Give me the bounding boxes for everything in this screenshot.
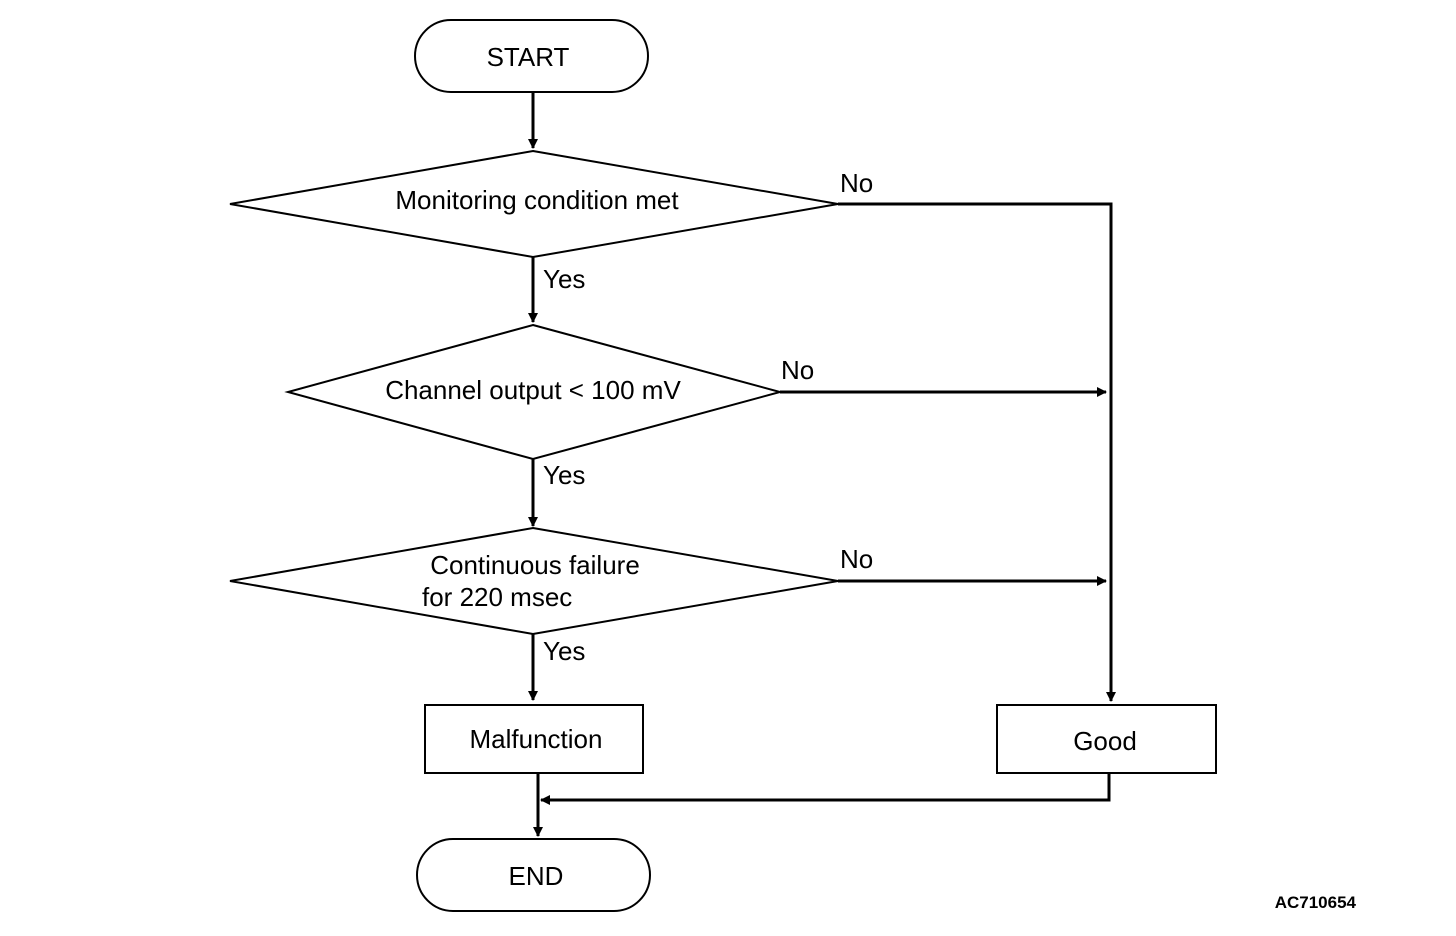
figure-id: AC710654 [1275,893,1357,912]
decision-2-no-label: No [781,355,814,385]
start-terminal: START [414,19,649,93]
decision-continuous-failure: Continuous failure for 220 msec [229,526,839,636]
malfunction-label: Malfunction [470,724,603,754]
decision-1-no-label: No [840,168,873,198]
decision-3-no-label: No [840,544,873,574]
decision-3-label-line-2: for 220 msec [422,582,572,612]
decision-channel-output: Channel output < 100 mV [284,323,784,461]
good-to-join-arrow [540,773,1111,805]
decision-3-label-line-1: Continuous failure [430,550,640,580]
end-label: END [509,861,564,891]
decision-1-label: Monitoring condition met [395,185,679,215]
decision-1-yes-label: Yes [543,264,585,294]
decision-2-label: Channel output < 100 mV [385,375,681,405]
decision-3-yes-label: Yes [543,636,585,666]
end-terminal: END [416,838,651,912]
decision-1-no-line [838,202,1116,702]
good-box: Good [996,704,1217,774]
malfunction-box: Malfunction [424,704,644,774]
decision-monitoring-condition: Monitoring condition met [229,149,839,259]
good-label: Good [1073,726,1137,756]
decision-2-yes-label: Yes [543,460,585,490]
start-label: START [487,42,570,72]
